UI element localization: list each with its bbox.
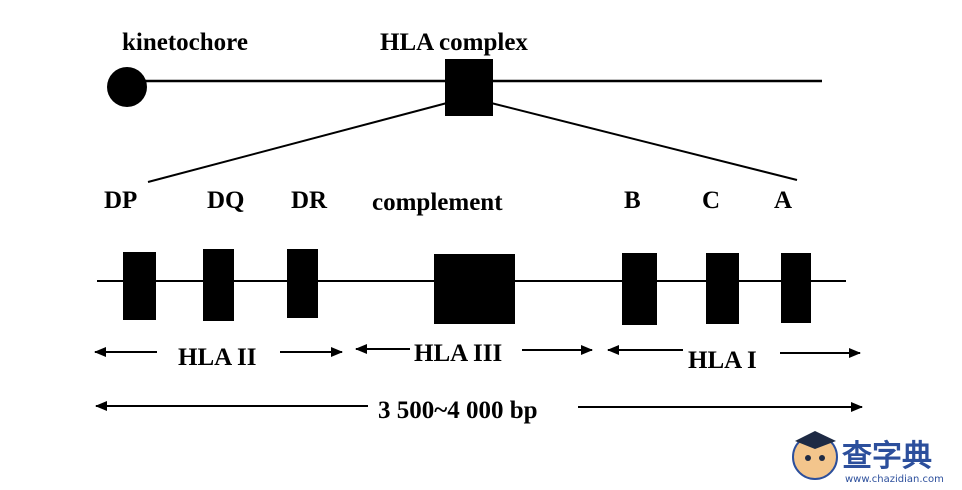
region-label-hla-i: HLA I <box>688 347 757 374</box>
kinetochore-label: kinetochore <box>122 29 248 56</box>
span-label: 3 500~4 000 bp <box>378 397 538 424</box>
mascot-eye-right <box>819 455 825 461</box>
gene-block-complement <box>434 254 515 324</box>
gene-block-a <box>781 253 811 323</box>
watermark-brand: 查字典 <box>842 439 932 474</box>
graduation-cap-icon <box>795 431 836 449</box>
gene-label-c: C <box>702 187 720 214</box>
gene-block-dr <box>287 249 318 318</box>
gene-label-dr: DR <box>291 187 328 214</box>
gene-label-complement: complement <box>372 189 503 216</box>
gene-block-c <box>706 253 739 324</box>
zoom-line-right <box>490 102 798 181</box>
gene-label-a: A <box>774 187 792 214</box>
watermark: 查字典 www.chazidian.com <box>792 431 944 485</box>
region-label-hla-iii: HLA III <box>414 340 502 367</box>
gene-label-dp: DP <box>104 187 137 214</box>
mascot-eye-left <box>805 455 811 461</box>
gene-block-b <box>622 253 657 325</box>
hla-complex-block <box>445 59 493 116</box>
gene-label-b: B <box>624 187 641 214</box>
watermark-url: www.chazidian.com <box>845 474 944 485</box>
gene-block-dq <box>203 249 234 321</box>
kinetochore-circle <box>107 67 147 107</box>
hla-complex-label: HLA complex <box>380 29 528 56</box>
gene-block-dp <box>123 252 156 320</box>
region-label-hla-ii: HLA II <box>178 344 257 371</box>
gene-label-dq: DQ <box>207 187 245 214</box>
zoom-line-left <box>147 102 448 183</box>
